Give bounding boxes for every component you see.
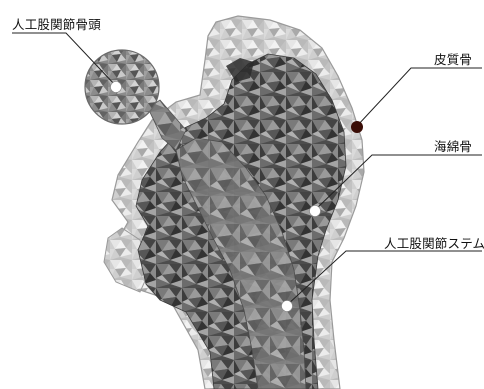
label-femoral-head: 人工股関節骨頭 (12, 14, 101, 33)
label-cancellous-bone: 海綿骨 (434, 136, 472, 155)
label-cortical-bone: 皮質骨 (434, 49, 472, 68)
marker-cancellous (310, 206, 321, 217)
marker-head (111, 82, 122, 93)
leader-line-cortex (357, 68, 482, 126)
marker-stem (282, 301, 293, 312)
implant-femoral-head (85, 50, 159, 124)
marker-cortex (351, 121, 363, 133)
label-implant-stem: 人工股関節ステム (384, 233, 484, 252)
